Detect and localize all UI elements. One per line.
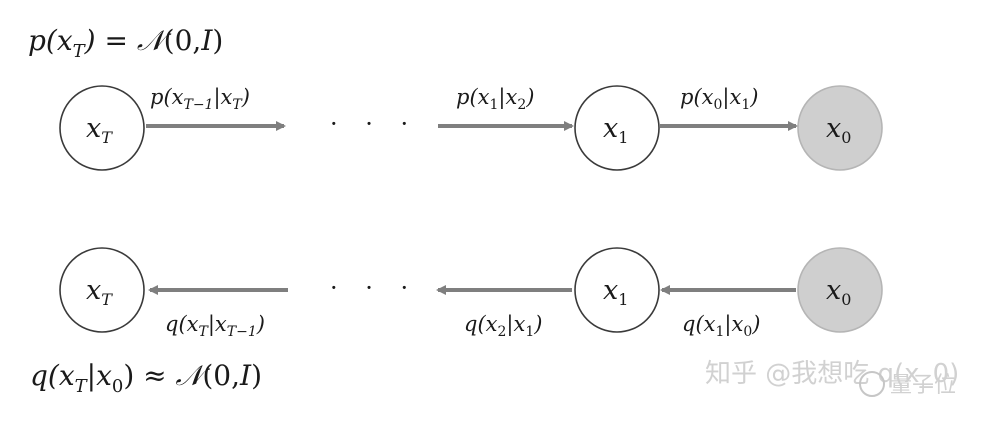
edge-label-p-xTminus1: p(xT−1|xT): [150, 85, 250, 113]
watermark: 知乎 @我想吃 q(x_0) 量子位: [705, 359, 959, 398]
node-xT-bottom-label: xT: [86, 275, 113, 309]
node-x1-bottom: [574, 247, 660, 333]
node-xT-top: [59, 85, 145, 171]
node-x0-bottom: [797, 247, 883, 333]
prior-formula: p(xT) = 𝒩(0,I): [28, 24, 223, 62]
posterior-approx-formula: q(xT|x0) ≈ 𝒩(0,I): [30, 359, 262, 397]
node-x0-top: [797, 85, 883, 171]
edge-label-q-xT: q(xT|xT−1): [165, 312, 265, 340]
node-xT-bottom: [59, 247, 145, 333]
node-x1-top-label: x1: [603, 113, 628, 147]
edge-label-p-x1: p(x1|x2): [456, 85, 534, 113]
forward-chain: xT x1 x0 · · · q(xT|xT−1) q(x2|x1) q(x1|…: [59, 247, 883, 340]
edge-label-q-x1: q(x1|x0): [682, 312, 760, 340]
reverse-chain: xT x1 x0 · · · p(xT−1|xT) p(x1|x2) p(x0|…: [59, 85, 883, 171]
ellipsis-bottom: · · ·: [330, 274, 418, 302]
watermark-text: 知乎 @我想吃 q(x_0): [705, 359, 959, 389]
node-x0-bottom-label: x0: [826, 275, 851, 309]
edge-label-q-x2: q(x2|x1): [464, 312, 542, 340]
node-xT-top-label: xT: [86, 113, 113, 147]
watermark-badge: 量子位: [890, 373, 956, 398]
node-x0-top-label: x0: [826, 113, 851, 147]
node-x1-bottom-label: x1: [603, 275, 628, 309]
node-x1-top: [574, 85, 660, 171]
wechat-icon: [859, 371, 885, 397]
ellipsis-top: · · ·: [330, 110, 418, 138]
edge-label-p-x0: p(x0|x1): [680, 85, 758, 113]
